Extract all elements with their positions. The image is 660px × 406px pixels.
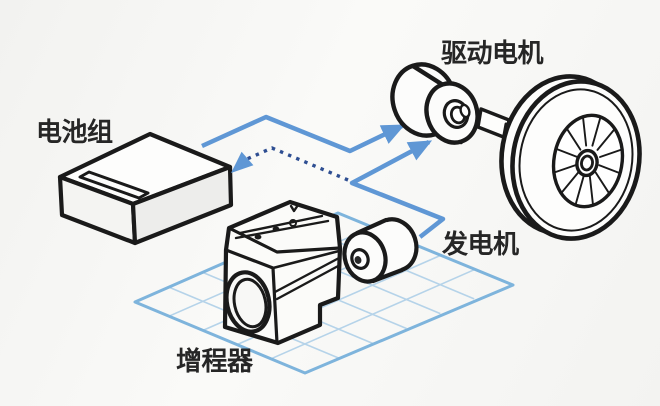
wheel-spokes xyxy=(553,116,623,206)
battery-arrowhead-icon xyxy=(231,151,254,173)
range-extender-label: 增程器 xyxy=(176,346,254,376)
engine-bolt-dots xyxy=(254,219,297,240)
valve-cover-notch xyxy=(289,203,300,213)
tire-shoulder-line xyxy=(518,88,634,232)
generator-label: 发电机 xyxy=(441,229,519,259)
generator-to-motor-arrow xyxy=(349,140,446,239)
wheel-hub xyxy=(575,148,599,178)
generator-illustration xyxy=(342,217,419,284)
battery-top-slot xyxy=(78,170,150,200)
shaft-collar xyxy=(459,103,471,119)
battery-to-motor-arrow xyxy=(201,114,406,154)
range-extender-illustration xyxy=(222,199,343,346)
labels: 电池组 驱动电机 发电机 增程器 xyxy=(36,38,544,376)
engine-bore-inner xyxy=(232,277,268,329)
generator-to-battery-dotted-line xyxy=(246,146,349,182)
drive-motor-label: 驱动电机 xyxy=(441,38,544,68)
generator-hub-center xyxy=(354,256,362,264)
wheel-illustration xyxy=(499,74,642,241)
wheel-hub-inner xyxy=(580,154,594,172)
battery-label: 电池组 xyxy=(36,117,113,147)
power-flow-arrows xyxy=(201,114,446,239)
battery-illustration xyxy=(57,131,234,246)
